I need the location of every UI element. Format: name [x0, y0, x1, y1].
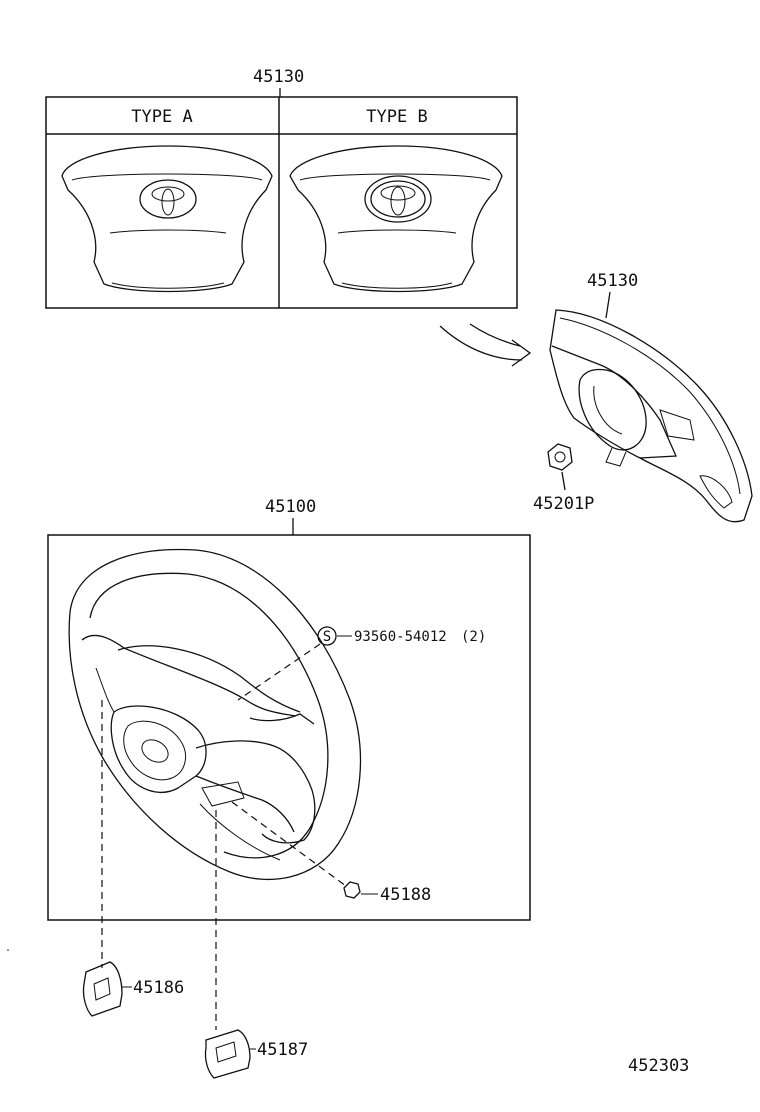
bolt-callout: 45188 [231, 801, 431, 905]
label-45187: 45187 [257, 1040, 308, 1060]
wheel-rim-inner [89, 572, 329, 859]
pad-b-bottom-seam [341, 282, 453, 289]
bolt-icon [343, 881, 361, 899]
wheel-box-frame [47, 534, 531, 921]
cover-right-shape [204, 1029, 251, 1079]
pad-b-outline [289, 145, 503, 293]
arrow-curve-inner [469, 323, 521, 347]
airbag-pad-type-a [61, 145, 273, 293]
cover-right-window [215, 1041, 237, 1063]
airbag-pad-type-b [289, 145, 503, 293]
wheel-rim-outer [68, 548, 362, 881]
type-table: TYPE A TYPE B [45, 96, 518, 309]
cover-45187-icon [204, 1029, 256, 1079]
left-spoke-edge [95, 667, 115, 713]
spoke-joint [249, 713, 315, 725]
steering-wheel [68, 548, 362, 881]
pad-a-top-edge [71, 173, 263, 181]
screw-marker-circle [317, 626, 337, 646]
type-a-header: TYPE A [131, 107, 192, 127]
module-shell [549, 309, 753, 523]
label-45186: 45186 [133, 978, 184, 998]
cover-left-shape [82, 961, 123, 1017]
switch-cover-socket [201, 781, 245, 807]
nut-hex [547, 443, 573, 471]
pad-b-seam [337, 229, 457, 234]
cover-45186-icon [82, 961, 132, 1017]
emblem-b-inner-oval [380, 185, 416, 201]
type-table-frame [45, 96, 518, 309]
emblem-inner-oval [151, 186, 185, 202]
pad-a-seam [109, 229, 227, 234]
label-45100: 45100 [265, 497, 316, 517]
emblem-b-vertical-oval [390, 186, 406, 216]
airbag-module-side-view [549, 309, 753, 523]
flow-arrow-icon [439, 323, 532, 367]
mount-bracket [659, 409, 695, 441]
connector-tab [605, 447, 627, 467]
emblem-ring [370, 180, 426, 218]
screw-dashed-leader [237, 643, 321, 701]
upper-spoke-edge [81, 634, 297, 717]
pad-a-outline [61, 145, 273, 293]
module-housing [551, 345, 677, 459]
cover-left-window [93, 977, 111, 1001]
upper-spoke-inner [117, 645, 301, 713]
inflator [578, 368, 647, 451]
arrow-curve-outer [439, 325, 523, 361]
lower-spoke-trim [199, 803, 281, 861]
stray-dot [7, 949, 9, 951]
pad-b-top-edge [299, 173, 491, 181]
figure-number: 452303 [628, 1056, 689, 1076]
inflator-detail [593, 385, 623, 435]
lower-spoke-edge [195, 775, 295, 833]
nut-icon [547, 443, 573, 491]
label-45201p: 45201P [533, 494, 594, 514]
label-93560-54012: 93560-54012 [354, 629, 447, 645]
pad-a-bottom-seam [111, 282, 225, 289]
lower-right-spoke [195, 740, 316, 844]
toyota-emblem-icon [139, 179, 197, 219]
label-45130-top: 45130 [253, 67, 304, 87]
nut-hole [554, 451, 566, 463]
arrow-head [511, 339, 532, 367]
emblem-vertical-oval [161, 188, 175, 216]
screw-callout: S 93560-54012 (2) [237, 626, 486, 701]
label-45130-side: 45130 [587, 271, 638, 291]
toyota-emblem-icon-large [364, 175, 432, 223]
leader-45130-side [605, 291, 611, 319]
type-b-header: TYPE B [366, 107, 427, 127]
module-corner-detail [699, 475, 733, 509]
hub-emblem-icon [141, 739, 169, 763]
screw-marker-letter: S [323, 629, 331, 645]
leader-45201p [561, 471, 566, 491]
module-rim-edge [559, 317, 741, 495]
label-screw-qty: (2) [461, 629, 486, 645]
label-45188: 45188 [380, 885, 431, 905]
hub-emblem-ring [123, 720, 187, 781]
